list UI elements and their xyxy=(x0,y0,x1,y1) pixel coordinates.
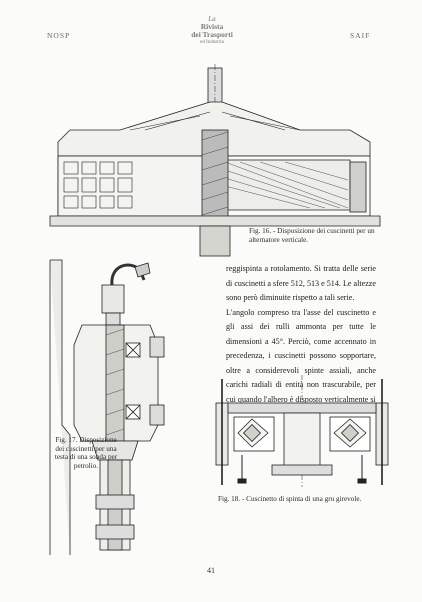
paragraph-2: L'angolo compreso tra l'asse del cuscine… xyxy=(226,307,376,404)
masthead-line-4: ed Industria xyxy=(200,40,224,45)
masthead-line-2: Rivista xyxy=(200,22,224,31)
page-number: 41 xyxy=(207,566,215,575)
body-text: reggispinta a rotolamento. Si tratta del… xyxy=(226,262,376,407)
paragraph-1: reggispinta a rotolamento. Si tratta del… xyxy=(226,264,376,302)
figure-17-caption: Fig. 17. Disposizione dei cuscinetti per… xyxy=(54,436,118,470)
header-right-stamp: SAIF xyxy=(350,31,371,40)
header-left-stamp: NOSP xyxy=(47,31,71,40)
figure-17-drawing xyxy=(49,259,165,555)
figure-16-drawing xyxy=(49,64,381,257)
figure-16-caption: Fig. 16. - Disposizione dei cuscinetti p… xyxy=(249,227,375,244)
figure-18-drawing xyxy=(215,375,389,487)
figure-18-caption: Fig. 18. - Cuscinetto di spinta di una g… xyxy=(218,495,362,503)
masthead-logo: La Rivista dei Trasporti ed Industria xyxy=(170,15,254,47)
masthead-line-1: La xyxy=(208,15,216,23)
masthead-line-3: dei Trasporti xyxy=(191,30,233,39)
